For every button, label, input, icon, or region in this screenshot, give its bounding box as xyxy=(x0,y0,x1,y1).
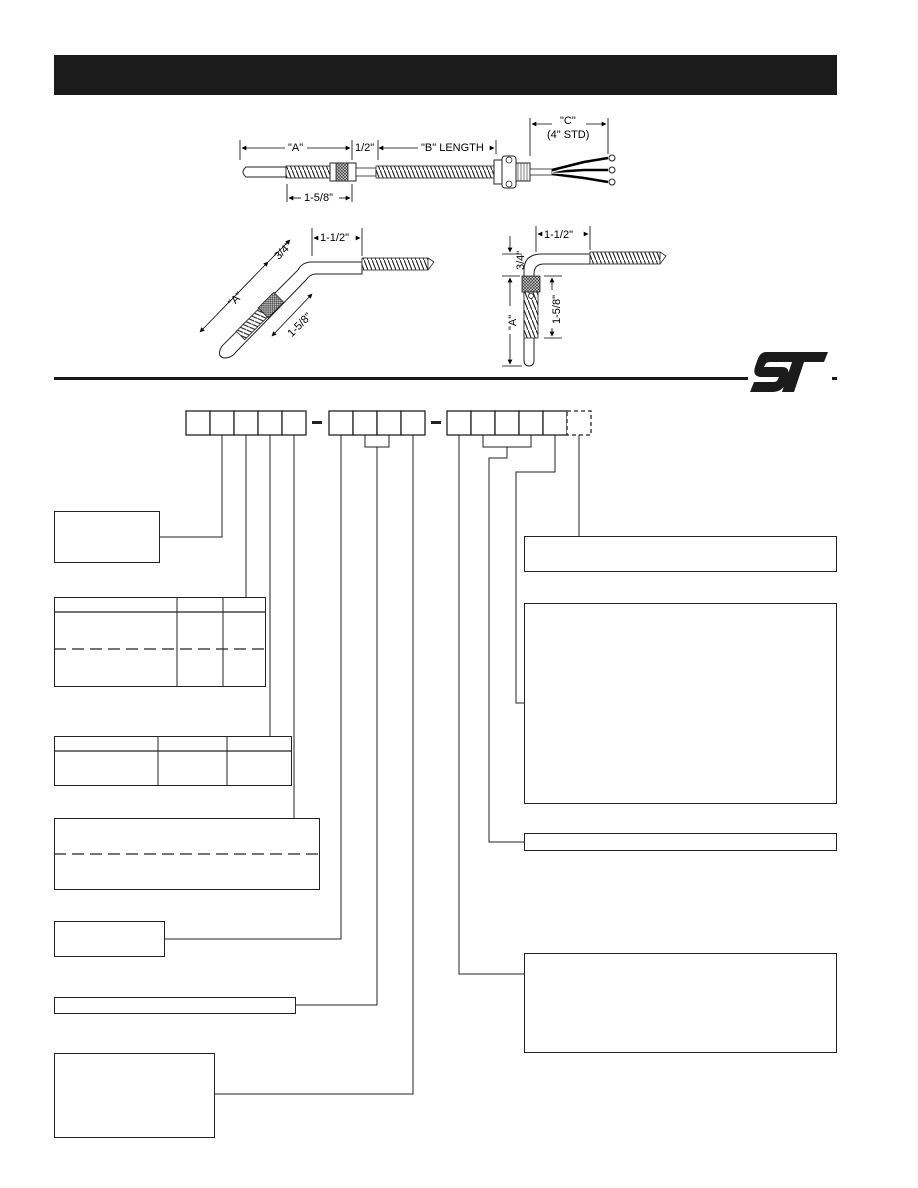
dim45-34-label: 3/4" xyxy=(272,240,294,262)
dim90-fitting-label: 1-5/8" xyxy=(551,295,563,324)
dim-fitting-label: 1-5/8" xyxy=(304,192,333,204)
option-table-1 xyxy=(53,596,266,687)
dim45-len-label: 1-1/2" xyxy=(320,232,349,244)
logo-text: ST xyxy=(748,350,750,351)
angle45-sensor-drawing xyxy=(199,228,435,359)
straight-sensor-drawing xyxy=(239,118,616,202)
option-box-large xyxy=(524,603,837,804)
option-box-optional xyxy=(524,536,837,572)
section-rule xyxy=(54,377,837,380)
dim90-a-label: "A" xyxy=(507,315,519,330)
option-box-2 xyxy=(54,921,165,957)
dim45-a-label: "A" xyxy=(226,290,245,309)
option-box-dashed-divider xyxy=(53,852,320,855)
angle90-sensor-drawing xyxy=(502,226,667,367)
header-bar xyxy=(54,55,837,95)
option-table-1-grid xyxy=(53,596,266,687)
dim-b-label: "B" LENGTH xyxy=(421,142,484,154)
option-table-2-grid xyxy=(53,735,292,786)
dim-c-label: "C" xyxy=(560,115,576,127)
dim90-len-label: 1-1/2" xyxy=(544,229,573,241)
dim90-34-label: 3/4" xyxy=(515,251,527,270)
dim-c-std-label: (4" STD) xyxy=(547,129,589,141)
dim-half-label: 1/2" xyxy=(355,142,374,154)
option-box-bottom-right xyxy=(524,953,837,1053)
option-box-3 xyxy=(54,997,296,1014)
dim45-fitting-label: 1-5/8" xyxy=(285,311,314,340)
option-box-dashed xyxy=(53,818,320,890)
st-logo: ST xyxy=(748,350,832,394)
dim-a-label: "A" xyxy=(288,142,303,154)
leader-lines xyxy=(160,435,580,1095)
part-number-boxes xyxy=(185,410,592,436)
option-box-1 xyxy=(54,511,160,563)
option-box-4 xyxy=(54,1053,215,1138)
option-table-2 xyxy=(53,735,292,786)
option-box-thin xyxy=(524,833,837,851)
